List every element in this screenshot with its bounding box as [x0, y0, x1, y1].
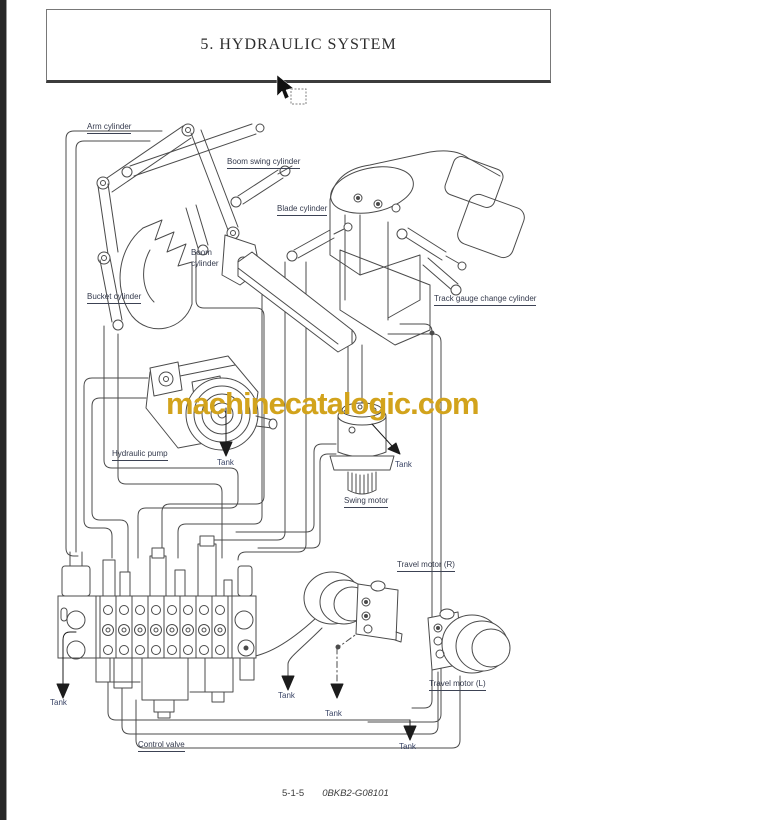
label-arm-cylinder: Arm cylinder — [87, 122, 132, 134]
label-bucket-cylinder: Bucket cylinder — [87, 292, 142, 304]
page-number: 5-1-5 — [282, 788, 305, 799]
label-travel-motor-l: Travel motor (L) — [429, 679, 486, 691]
scanned-page-edge — [0, 0, 7, 820]
label-tank-mid-left: Tank — [278, 691, 295, 700]
mouse-cursor — [276, 74, 307, 105]
label-tank-swing: Tank — [395, 460, 412, 469]
chapter-title-box: 5. HYDRAULIC SYSTEM — [46, 9, 551, 83]
label-blade-cylinder: Blade cylinder — [277, 204, 328, 216]
label-control-valve: Control valve — [138, 740, 185, 752]
label-tank-valve-left: Tank — [50, 698, 67, 707]
label-track-gauge-change-cylinder: Track gauge change cylinder — [434, 294, 537, 306]
label-travel-motor-r: Travel motor (R) — [397, 560, 455, 572]
doc-code: 0BKB2-G08101 — [322, 788, 389, 799]
label-tank-right: Tank — [399, 742, 416, 751]
watermark: machinecatalogic.com — [166, 386, 480, 421]
label-tank-mid: Tank — [325, 709, 342, 718]
label-boom-swing-cylinder: Boom swing cylinder — [227, 157, 301, 169]
label-hydraulic-pump: Hydraulic pump — [112, 449, 168, 461]
label-boom-cylinder: Boom cylinder — [191, 248, 219, 268]
page-title: 5. HYDRAULIC SYSTEM — [200, 36, 397, 53]
page-footer: 5-1-5 0BKB2-G08101 — [282, 788, 389, 799]
label-swing-motor: Swing motor — [344, 496, 389, 508]
label-tank-pump: Tank — [217, 458, 234, 467]
